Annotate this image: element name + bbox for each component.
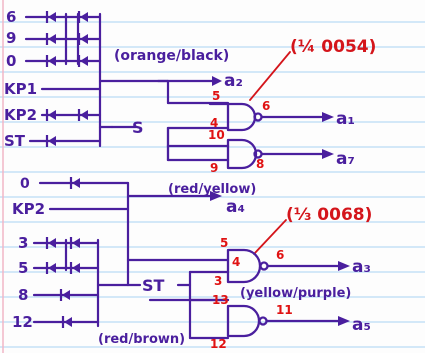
arrow-icon	[322, 149, 334, 159]
pin-g3-in-bot: 3	[214, 274, 222, 288]
diode-icon	[48, 238, 56, 248]
bottom-input-group: 3 5 8 12	[12, 234, 230, 340]
middle-input-wires	[38, 181, 212, 262]
diode-icon	[62, 290, 70, 300]
pin-g4-in-bot: 12	[210, 337, 227, 351]
pin-g2-in-low: 9	[210, 161, 218, 175]
wire-label-yellow-purple: (yellow/purple)	[240, 286, 351, 301]
output-a4: a₄	[226, 197, 245, 217]
wire-label-red-brown: (red/brown)	[98, 332, 185, 347]
output-a1: a₁	[336, 109, 355, 129]
diode-icon	[48, 56, 56, 66]
middle-input-group: 0 KP2	[12, 176, 212, 262]
wire-label-red-yellow: (red/yellow)	[168, 182, 256, 197]
part-number-top: (¼ 0054)	[290, 37, 376, 57]
diode-icon	[48, 136, 56, 146]
input-label-kp1: KP1	[4, 80, 37, 98]
input-label-9: 9	[6, 29, 16, 47]
pin-g3-in-mid: 4	[232, 255, 240, 269]
diode-icon	[48, 12, 56, 22]
diode-icon	[72, 178, 80, 188]
diode-icon	[80, 56, 88, 66]
output-a5: a₅	[352, 315, 371, 335]
bottom-diode-bars	[45, 237, 73, 328]
part-number-bottom: (⅓ 0068)	[286, 205, 372, 225]
arrow-icon	[210, 191, 222, 201]
pin-g4-in-top: 13	[212, 293, 229, 307]
diode-icon	[48, 34, 56, 44]
output-a3: a₃	[352, 257, 371, 277]
pin-g3-in-top: 5	[220, 236, 228, 250]
input-label-8: 8	[18, 286, 28, 304]
gate-2	[166, 126, 324, 170]
diode-icon	[80, 12, 88, 22]
bottom-diodes	[48, 238, 80, 327]
diode-icon	[72, 238, 80, 248]
gate-1	[166, 102, 324, 132]
input-label-kp2: KP2	[4, 106, 37, 124]
pin-g1-in-bot: 4	[210, 116, 218, 130]
output-a7: a₇	[336, 149, 355, 169]
pin-g2-in: 10	[208, 128, 225, 142]
output-a2: a₂	[224, 71, 243, 91]
arrow-icon	[322, 112, 334, 122]
input-label-0: 0	[6, 52, 16, 70]
pin-g2-out: 8	[256, 157, 264, 171]
node-label-st: ST	[142, 276, 165, 295]
node-label-s: S	[132, 118, 144, 137]
pin-g3-out: 6	[276, 248, 284, 262]
input-label-st: ST	[4, 132, 26, 150]
wire-label-orange-black: (orange/black)	[114, 48, 229, 64]
pin-g4-out: 11	[276, 303, 293, 317]
diode-icon	[64, 317, 72, 327]
input-label-6: 6	[6, 8, 16, 26]
part-pointer-bottom	[253, 219, 287, 255]
input-label-3: 3	[18, 234, 28, 252]
arrow-icon	[338, 316, 350, 326]
input-label-5: 5	[18, 259, 28, 277]
bottom-input-wires	[32, 238, 230, 340]
diode-icon	[80, 34, 88, 44]
pin-g1-in-top: 5	[212, 89, 220, 103]
input-label-12: 12	[12, 313, 33, 331]
arrow-icon	[212, 76, 222, 86]
top-input-group: 6 9 0 KP1 KP2 ST	[4, 8, 230, 150]
diode-icon	[80, 110, 88, 120]
top-diodes	[48, 12, 88, 146]
input-label-kp2-mid: KP2	[12, 200, 45, 218]
diode-icon	[48, 263, 56, 273]
gate-3	[226, 248, 340, 284]
arrow-icon	[338, 261, 350, 271]
diode-icon	[72, 263, 80, 273]
diode-bars	[45, 11, 81, 147]
input-label-0-mid: 0	[20, 176, 30, 192]
part-pointer-top	[249, 51, 291, 101]
pin-g1-out: 6	[262, 99, 270, 113]
gate-4	[226, 304, 340, 338]
diode-icon	[48, 110, 56, 120]
